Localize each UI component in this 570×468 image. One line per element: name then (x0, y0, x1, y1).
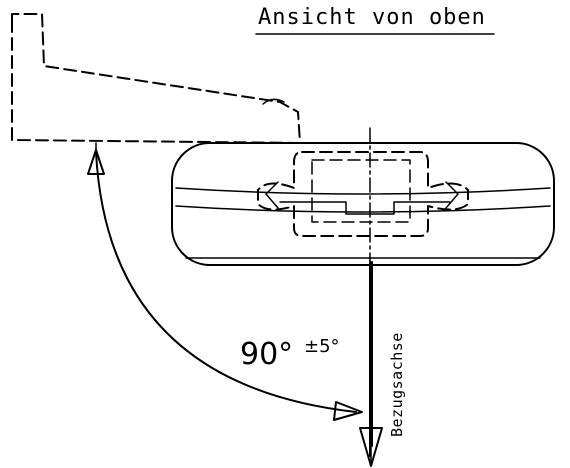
fixture-left-notch (265, 181, 279, 209)
base-body (171, 142, 555, 266)
housing-detail-arc (262, 98, 285, 105)
mirror-housing-outline (11, 13, 301, 144)
angle-arrow-top (87, 149, 105, 175)
angle-tolerance-label: ±5° (304, 336, 340, 357)
reference-axis-arrowhead (359, 427, 383, 467)
fixture-right-notch (445, 181, 459, 209)
base-lower-contour (175, 205, 551, 213)
angle-arrow-bottom (333, 401, 363, 421)
reference-axis-label: Bezugsachse (388, 332, 406, 437)
fixture-inner-outline (311, 159, 411, 223)
angle-value-label: 90° (240, 337, 293, 372)
fixture-outline (257, 151, 469, 237)
angle-dimension-arc (95, 151, 357, 413)
view-title: Ansicht von oben (258, 5, 486, 30)
base-upper-contour (175, 187, 551, 195)
